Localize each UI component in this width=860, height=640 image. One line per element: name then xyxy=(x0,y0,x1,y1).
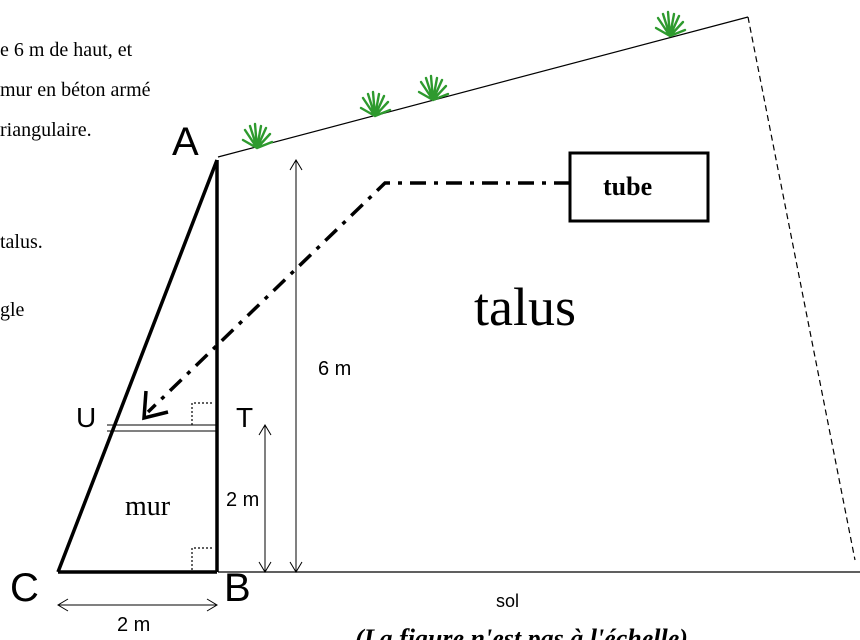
dimension-arrow-2m-bottom xyxy=(258,561,272,573)
slope-top-line xyxy=(217,16,749,158)
paragraph-line-3: riangulaire. xyxy=(0,119,92,141)
paragraph-line-1: e 6 m de haut, et xyxy=(0,39,133,61)
paragraph-line-4: talus. xyxy=(0,231,43,253)
point-label-U: U xyxy=(76,402,97,433)
dimension-label-2m-vertical: 2 m xyxy=(226,489,260,511)
grass-tuft-icon xyxy=(417,74,450,102)
paragraph-line-2: mur en béton armé xyxy=(0,79,151,101)
point-label-B: B xyxy=(224,566,251,610)
mur-label: mur xyxy=(125,491,171,522)
tube-path-arrowhead xyxy=(142,390,169,421)
dimension-arrow-2m-left xyxy=(57,598,69,612)
point-label-T: T xyxy=(236,402,254,433)
sol-label: sol xyxy=(496,591,520,611)
right-angle-marker-B xyxy=(191,547,214,570)
dimension-label-2m-horizontal: 2 m xyxy=(117,614,151,636)
paragraph-line-5: gle xyxy=(0,299,25,321)
tube-box xyxy=(568,151,710,223)
right-angle-marker-T xyxy=(191,402,214,425)
wall-side-AC xyxy=(56,159,219,573)
slope-right-dashed-edge xyxy=(747,16,856,561)
tube-label: tube xyxy=(603,172,653,201)
point-label-A: A xyxy=(172,120,199,164)
dimension-arrow-6m-bottom xyxy=(289,561,303,573)
dimension-arrow-6m-top xyxy=(289,159,303,171)
talus-label: talus xyxy=(474,277,576,337)
point-label-C: C xyxy=(10,566,39,610)
figure-caption: (La figure n'est pas à l'échelle) xyxy=(355,624,688,640)
tube-path xyxy=(146,181,570,414)
dimension-arrow-2m-right xyxy=(206,598,218,612)
grass-tuft-icon xyxy=(241,122,274,150)
grass-tuft-icon xyxy=(654,10,687,38)
dimension-arrow-2m-top xyxy=(258,424,272,436)
dimension-label-6m: 6 m xyxy=(318,358,352,380)
grass-tuft-icon xyxy=(359,90,392,118)
